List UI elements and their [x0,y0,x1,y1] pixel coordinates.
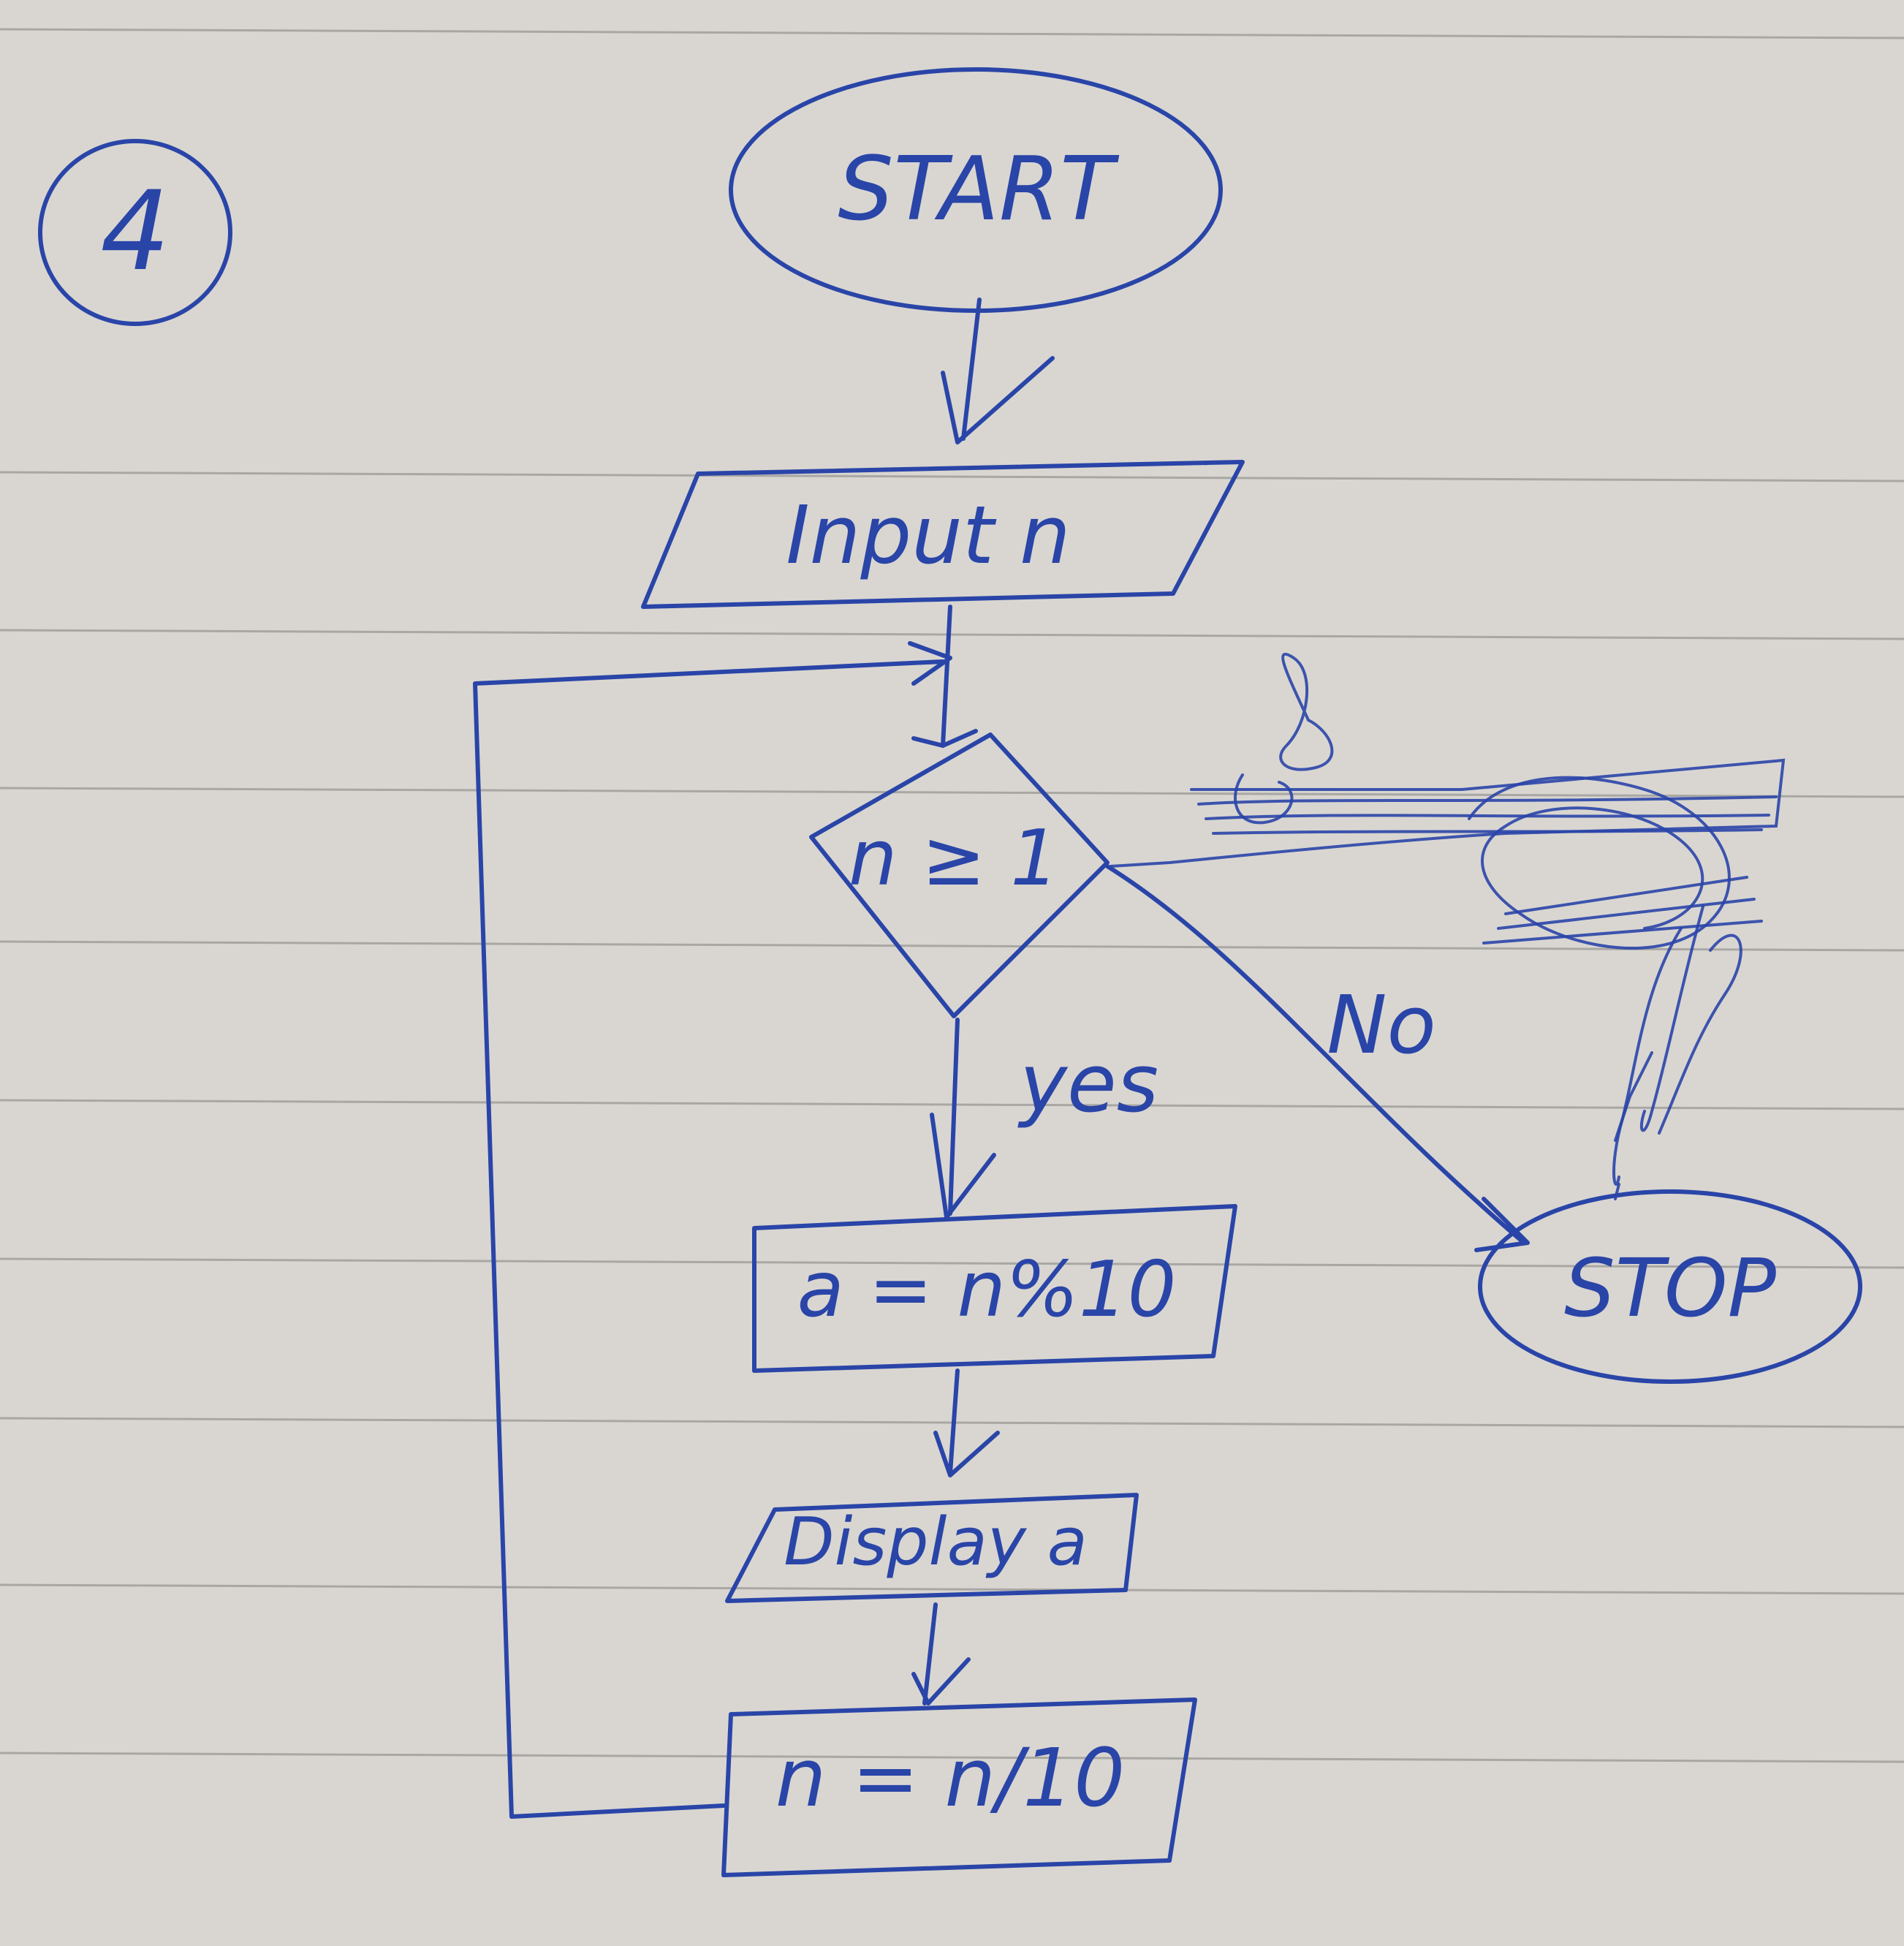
yes-label: yes [1017,1037,1158,1130]
start-label: START [838,139,1120,241]
page-number-badge: 4 [38,139,232,326]
page-number: 4 [100,168,170,295]
crossed-out-scribble [1110,652,1786,1200]
arrow-input-to-decision [911,605,978,748]
no-label: No [1327,978,1436,1072]
display-node: Display a [725,1493,1139,1603]
arrow-yes: yes [930,1018,1158,1219]
decision-label: n ≥ 1 [849,814,1059,903]
assign-a-label: a = n%10 [797,1245,1176,1334]
decision-node: n ≥ 1 [809,732,1110,1018]
assign-a-node: a = n%10 [752,1204,1237,1373]
arrow-no: No [1105,864,1530,1252]
display-label: Display a [784,1504,1088,1580]
update-n-label: n = n/10 [775,1731,1126,1825]
input-label: Input n [786,488,1071,582]
arrow-start-to-input [941,298,1055,444]
ruled-lines [0,28,1904,1763]
input-node: Input n [641,460,1245,609]
start-terminal: START [729,67,1223,313]
arrow-assign-to-display [933,1368,1000,1477]
arrow-display-to-update [911,1602,971,1705]
update-n-node: n = n/10 [721,1697,1197,1877]
stop-terminal: STOP [1478,1189,1862,1384]
stop-label: STOP [1564,1241,1777,1335]
loop-back-line [473,641,952,1819]
